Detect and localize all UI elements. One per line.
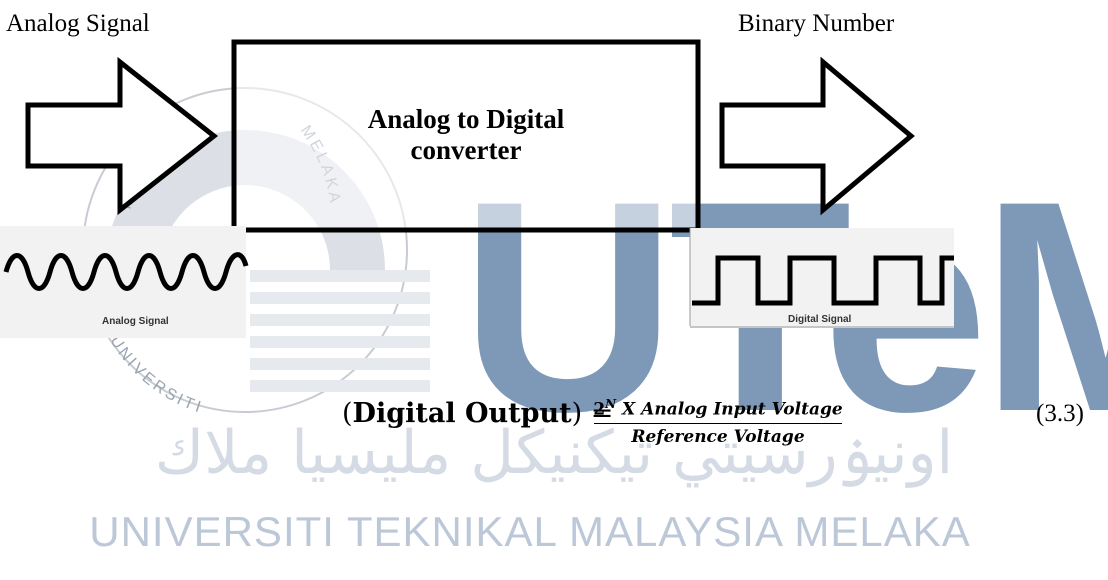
adc-block-line2: converter (232, 135, 700, 166)
output-label: Binary Number (738, 10, 894, 38)
adc-block-label: Analog to Digital converter (232, 104, 700, 166)
equation-denominator: Reference Voltage (590, 426, 846, 448)
equation-fraction: 2N X Analog Input Voltage Reference Volt… (590, 393, 846, 448)
fraction-bar (594, 423, 842, 424)
equation-lhs: (Digital Output) = (342, 398, 613, 429)
analog-signal-caption: Analog Signal (102, 316, 169, 327)
equation-num-rest: X Analog Input Voltage (616, 400, 843, 420)
watermark-university-name: UNIVERSITI TEKNIKAL MALAYSIA MELAKA (0, 508, 1060, 556)
adc-block-line1: Analog to Digital (232, 104, 700, 135)
equation-numerator: 2N X Analog Input Voltage (590, 393, 846, 421)
digital-signal-caption: Digital Signal (788, 314, 851, 325)
equation-num-base: 2 (593, 400, 605, 420)
equation-lhs-text: Digital Output (353, 398, 572, 429)
equation-num-exp: N (605, 397, 616, 411)
seal-text-bottom: UNIVERSITI (106, 333, 205, 417)
input-label: Analog Signal (6, 10, 150, 38)
equation-number: (3.3) (1036, 400, 1084, 428)
digital-signal-image (690, 228, 954, 328)
equation-lhs-open: ( (342, 398, 353, 429)
